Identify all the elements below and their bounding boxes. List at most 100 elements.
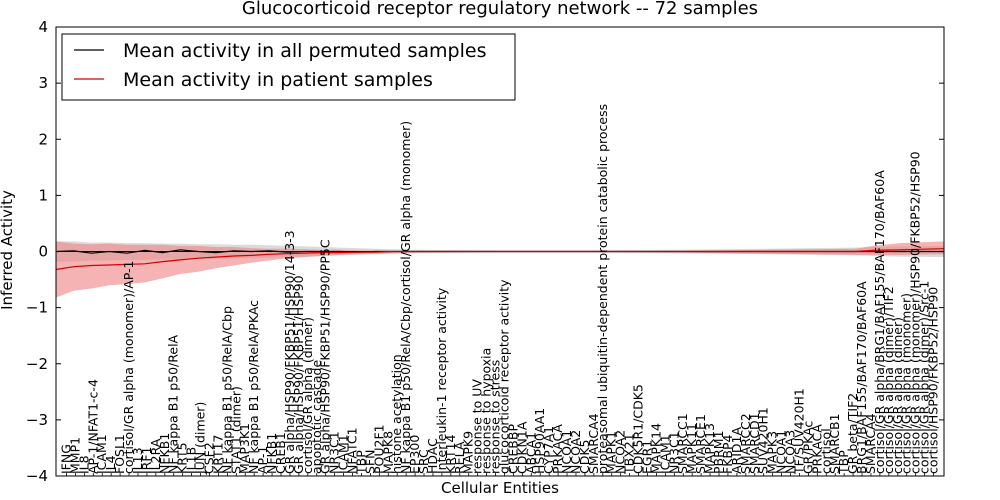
x-tick-label: CREB1: [273, 432, 288, 474]
x-tick-label: EP300: [407, 435, 422, 474]
y-tick-label: −1: [26, 299, 48, 317]
x-tick-label: cortisol/GR alpha (dimer)/Src-1: [917, 281, 932, 474]
x-tick-label: CYP7A1: [541, 426, 556, 474]
x-tick-label: ICAM1: [94, 434, 109, 474]
x-tick-label: IL8: [76, 455, 91, 474]
x-tick-label: AP-1: [255, 446, 270, 474]
x-tick-label: MAPK9: [461, 431, 476, 474]
x-tick-label: PBRM1: [711, 430, 726, 474]
x-tick-label: cortisol: [818, 428, 833, 474]
y-tick-label: 0: [38, 243, 48, 261]
x-tick-label: response to hypoxia: [479, 348, 494, 474]
x-tick-label: SMARCC1: [675, 413, 690, 474]
legend-label-permuted: Mean activity in all permuted samples: [123, 40, 486, 62]
y-axis-label: Inferred Activity: [0, 190, 16, 310]
x-tick-label: NR3C1: [666, 431, 681, 474]
x-tick-label: NCOA1: [774, 430, 789, 474]
y-tick-label: 4: [38, 18, 48, 36]
x-tick-label: CDK5R1/CDK5: [631, 384, 646, 474]
x-tick-label: IL4: [103, 455, 118, 474]
x-tick-label: ICAM1: [336, 434, 351, 474]
x-tick-label: histone acetylation: [389, 354, 404, 474]
x-tick-label: PRKACA: [809, 424, 824, 474]
x-tick-label: CDK5: [577, 439, 592, 474]
x-axis-label: Cellular Entities: [441, 479, 559, 497]
x-tick-label: IFNG: [59, 444, 74, 474]
x-tick-label: MAPK3: [765, 431, 780, 474]
x-tick-label: STAT1 (dimer): [228, 386, 243, 474]
x-tick-label: CSF2: [202, 442, 217, 474]
x-tick-label: IL1B: [184, 447, 199, 474]
x-tick-label: RELA: [452, 441, 467, 474]
legend-box: [61, 33, 516, 101]
x-tick-label: IL2RA: [148, 438, 163, 474]
x-tick-label: SMARCC2: [738, 413, 753, 474]
chart-title: Glucocorticoid receptor regulatory netwo…: [242, 0, 758, 19]
x-tick-label: SMARCE1: [693, 414, 708, 474]
legend: Mean activity in all permuted samples Me…: [61, 33, 516, 101]
x-tick-label: EGR1: [640, 440, 655, 474]
x-tick-label: SMARCB1: [827, 413, 842, 474]
x-tick-label: GR alpha/HSP90/FKBP51/HSP90: [291, 275, 306, 474]
x-tick-label: SUV420H1: [756, 407, 771, 474]
x-tick-label: cortisol/HSP90/FKBP52/HSP90: [926, 287, 941, 474]
x-tick-label: NR3C1: [327, 431, 342, 474]
x-tick-label: AP-1/NFAT1-c-4: [85, 379, 100, 474]
x-tick-label: FKBP4: [720, 434, 735, 474]
x-tick-label: NF kappa B1 p50/RelA/Cbp/cortisol/GR alp…: [398, 121, 413, 474]
x-tick-label: SRC: [416, 449, 431, 474]
x-tick-label: NFATC1: [345, 427, 360, 474]
y-tick-label: 2: [38, 130, 48, 148]
x-tick-label: CDKN1A: [514, 421, 529, 474]
x-tick-label: GR/PKAc: [800, 421, 815, 474]
y-tick-label: −4: [26, 467, 48, 485]
x-tick-label: PRKACA: [550, 424, 565, 474]
x-tick-label: GR alpha/HSP90/FKBP51/HSP90/14-3-3: [282, 230, 297, 474]
x-tick-label: KRT14: [443, 434, 458, 474]
x-tick-label: IL13: [130, 447, 145, 474]
x-tick-label: ABCA1: [523, 432, 538, 474]
x-tick-label: cortisol/GR alpha (dimer)/TIF2: [881, 286, 896, 474]
legend-label-patient: Mean activity in patient samples: [123, 69, 433, 91]
x-tick-label: response to stress: [488, 360, 503, 474]
x-tick-label: cortisol/GR alpha (dimer): [300, 317, 315, 474]
x-tick-label: SMARCA4: [586, 413, 601, 474]
x-tick-label: IRF1: [139, 446, 154, 474]
x-tick-label: SMARCD1: [747, 412, 762, 474]
x-tick-label: proteasomal ubiquitin-dependent protein …: [595, 104, 610, 474]
x-tick-label: TBX21: [622, 433, 637, 475]
y-tick-label: 1: [38, 186, 48, 204]
x-tick-label: MAP3K1: [237, 423, 252, 474]
x-tick-label: apoptotic cascade: [309, 360, 324, 474]
x-tick-label: NF kappa B1 p50/RelA/PKAc: [246, 300, 261, 474]
x-tick-label: NCOA3: [783, 430, 798, 474]
y-tick-label: −2: [26, 355, 48, 373]
x-tick-label: NF kappa B1 p50/RelA: [166, 334, 181, 474]
x-tick-label: Interleukin-1 receptor activity: [434, 287, 449, 474]
x-tick-label: ICAM1: [657, 434, 672, 474]
x-tick-label: SFN: [362, 450, 377, 474]
series-line-patient: [55, 248, 945, 271]
x-tick-label: NCOA1: [559, 430, 574, 474]
x-tick-label: BRG1/BAF155/BAF170/BAF60A: [854, 281, 869, 474]
x-tick-label: response to UV: [470, 379, 485, 474]
x-tick-label: glucocorticoid receptor activity: [497, 279, 512, 474]
x-tick-label: cortisol/GR alpha (monomer): [899, 293, 914, 474]
x-tick-label: TF/SUV420H1: [791, 388, 806, 475]
x-tick-label: HSP90AA1: [532, 408, 547, 474]
x-tick-label: TBP: [353, 450, 368, 475]
x-tick-label: KRT5: [175, 442, 190, 474]
x-tick-label: MAPK13: [702, 423, 717, 474]
x-tick-label: NCOA2: [568, 430, 583, 474]
x-tick-label: TBP: [836, 450, 851, 475]
band-patient: [56, 241, 944, 298]
x-tick-label: CREBBP: [505, 424, 520, 474]
x-tick-label: NCOA2: [613, 430, 628, 474]
x-tick-label: ARID1A: [729, 426, 744, 474]
x-tick-label: GR beta/TIF2: [845, 393, 860, 474]
x-tick-label: MAPK8: [380, 431, 395, 474]
x-tick-label: GR alpha/HSP90/FKBP51/HSP90/PP5C: [318, 239, 333, 474]
x-tick-label: MAPK1: [604, 431, 619, 474]
x-tick-label: cortisol/GR alpha (monomer)/AP-1: [121, 261, 136, 475]
